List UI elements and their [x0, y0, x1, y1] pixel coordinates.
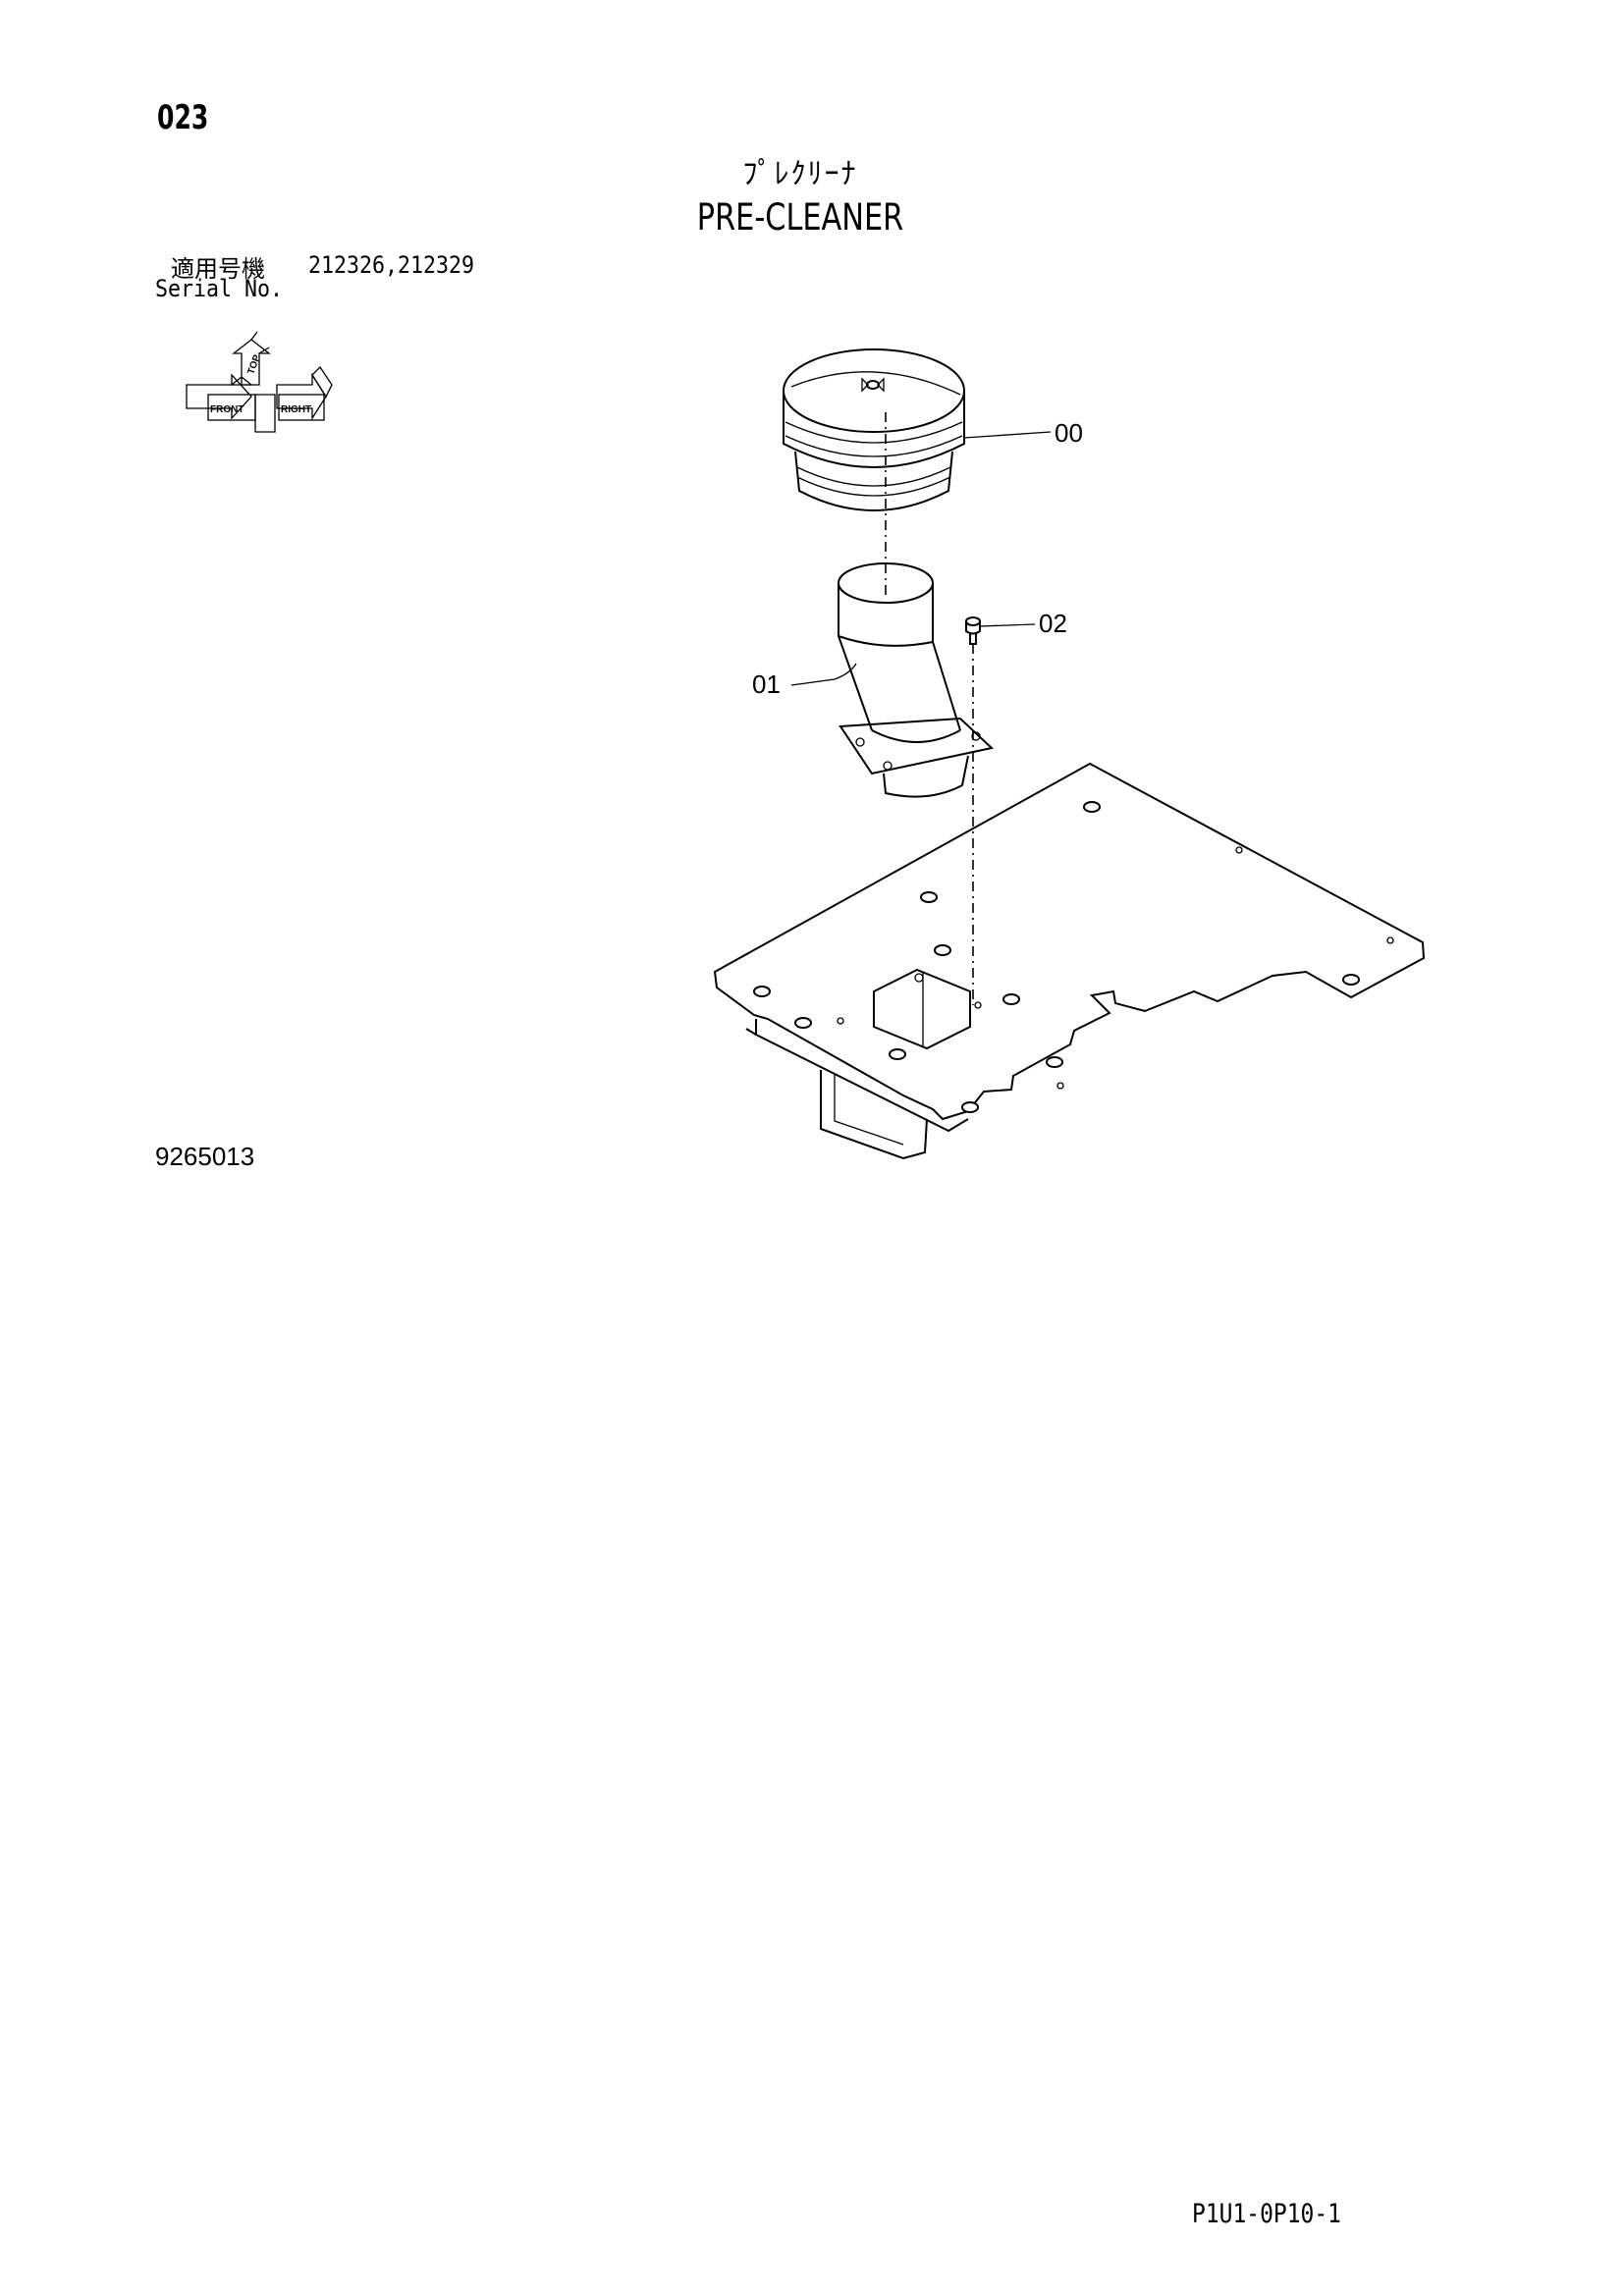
orientation-right-label: RIGHT	[281, 404, 311, 415]
callout-00[interactable]: 00	[1055, 418, 1083, 448]
pipe-part	[838, 562, 995, 798]
page-code: P1U1-0P10-1	[1192, 2199, 1341, 2229]
orientation-front-label: FRONT	[210, 404, 244, 415]
orientation-top-label: TOP	[245, 353, 262, 376]
title-english: PRE-CLEANER	[696, 196, 904, 239]
plate-bolts	[753, 801, 1394, 1113]
serial-numbers: 212326,212329	[308, 251, 475, 279]
leader-line-02	[979, 623, 1036, 627]
callout-02[interactable]: 02	[1039, 609, 1067, 638]
leader-line-00	[963, 431, 1052, 439]
base-plate-part	[713, 762, 1426, 1160]
bolt-part	[965, 616, 981, 645]
leader-line-01	[790, 663, 857, 686]
pre-cleaner-part	[783, 348, 965, 511]
callout-01[interactable]: 01	[752, 669, 781, 699]
figure-number: 9265013	[155, 1142, 255, 1171]
serial-label-japanese: 適用号機	[171, 255, 265, 283]
page-number: 023	[157, 98, 209, 137]
serial-label-english: Serial No.	[155, 275, 284, 302]
title-japanese: ﾌﾟﾚｸﾘｰﾅ	[742, 157, 858, 191]
orientation-arrows-icon: FRONT RIGHT TOP	[186, 331, 333, 433]
